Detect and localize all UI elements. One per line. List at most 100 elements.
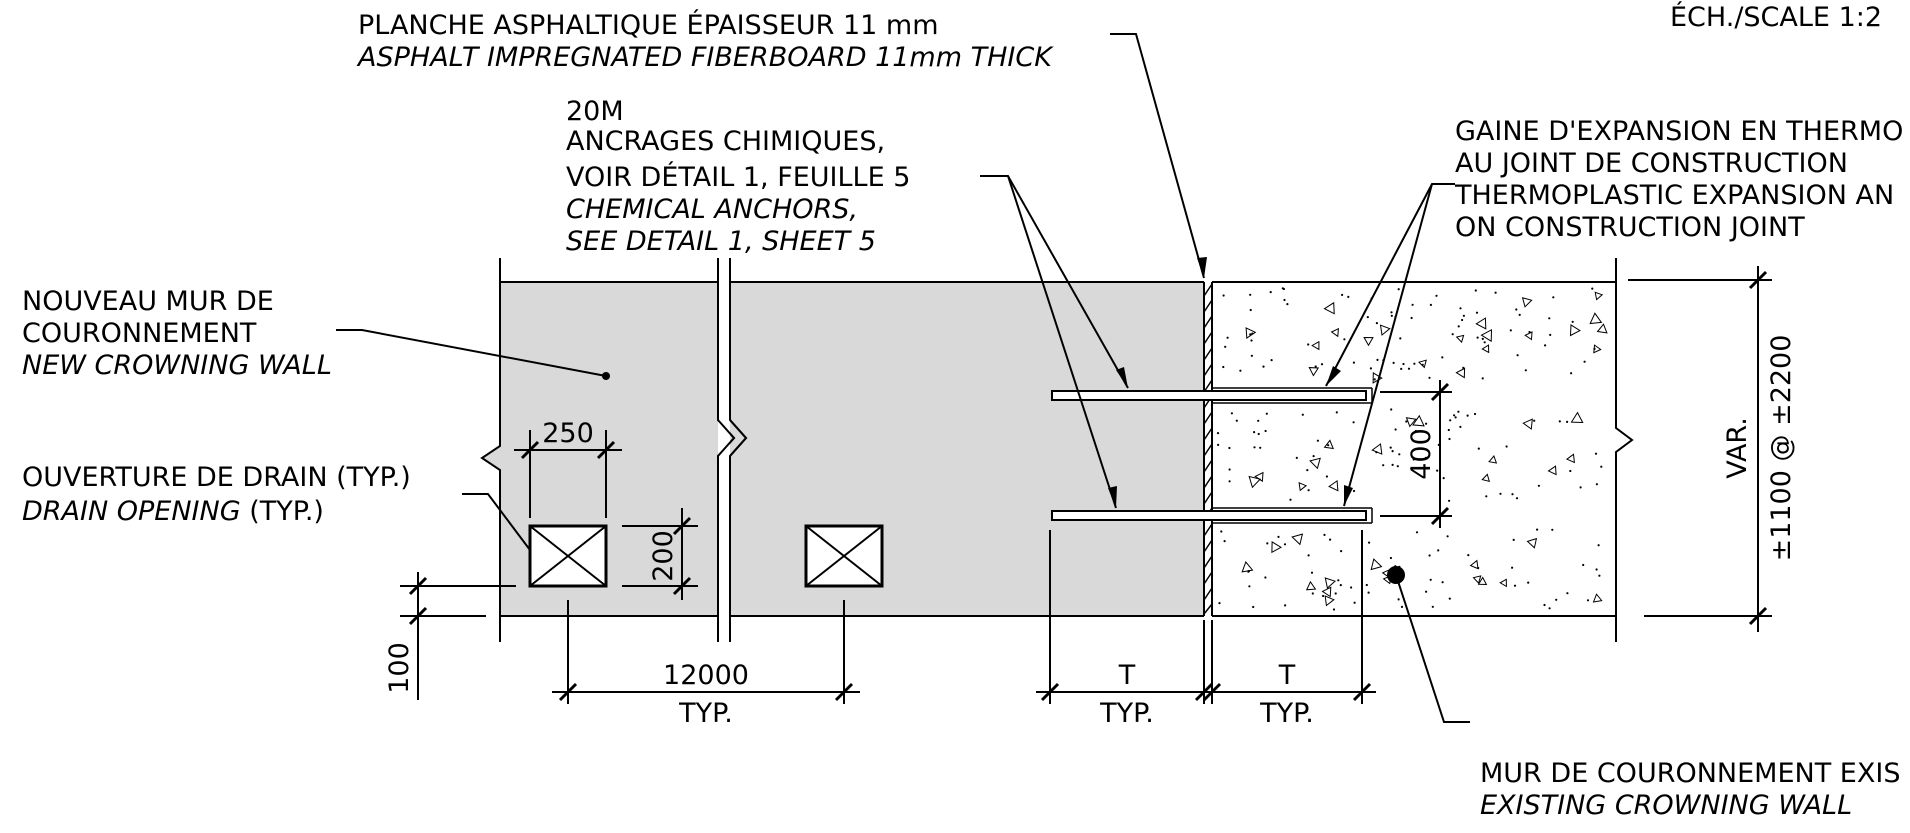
sleeve-note-fr-1: GAINE D'EXPANSION EN THERMO xyxy=(1455,116,1903,147)
concrete-aggregate xyxy=(1405,417,1417,428)
concrete-dot xyxy=(1262,365,1265,368)
concrete-dot xyxy=(1598,574,1601,577)
concrete-dot xyxy=(1595,568,1598,571)
concrete-aggregate xyxy=(1311,340,1320,351)
concrete-aggregate xyxy=(1323,439,1334,450)
concrete-dot xyxy=(1515,308,1518,311)
concrete-dot xyxy=(1248,585,1251,588)
concrete-aggregate xyxy=(1323,301,1335,315)
fiberboard-joint xyxy=(1203,282,1213,616)
concrete-dot xyxy=(1352,489,1356,493)
dimension-texts: 250 200 100 12000 TYP. T TYP. T TYP. 400… xyxy=(384,335,1797,729)
concrete-dot xyxy=(1352,421,1355,424)
concrete-dot xyxy=(1429,578,1432,581)
concrete-aggregate xyxy=(1565,453,1575,464)
concrete-aggregate xyxy=(1522,418,1533,430)
concrete-dot xyxy=(1511,566,1514,569)
concrete-dot xyxy=(1228,480,1231,483)
concrete-dot xyxy=(1594,452,1598,455)
concrete-dot xyxy=(1513,584,1517,587)
concrete-dot xyxy=(1366,316,1369,319)
concrete-dot xyxy=(1499,492,1502,495)
dim-100: 100 xyxy=(384,642,415,694)
concrete-dot xyxy=(1516,354,1519,357)
sleeve-note-en-2: ON CONSTRUCTION JOINT xyxy=(1455,212,1805,243)
concrete-dot xyxy=(1569,469,1572,473)
concrete-dot xyxy=(1436,469,1439,472)
concrete-dot xyxy=(1571,320,1574,323)
concrete-aggregate xyxy=(1570,411,1584,424)
concrete-aggregate xyxy=(1521,297,1533,308)
concrete-dot xyxy=(1335,411,1338,414)
concrete-dot xyxy=(1481,377,1484,380)
concrete-dot xyxy=(1376,358,1379,361)
concrete-aggregate xyxy=(1412,414,1425,427)
concrete-dot xyxy=(1457,325,1460,328)
concrete-dot xyxy=(1527,581,1530,584)
concrete-dot xyxy=(1446,535,1449,538)
concrete-dot xyxy=(1566,420,1569,423)
concrete-dot xyxy=(1473,412,1477,416)
concrete-dot xyxy=(1415,531,1419,534)
concrete-dot xyxy=(1413,362,1416,365)
concrete-dot xyxy=(1552,296,1555,299)
concrete-dot xyxy=(1341,293,1344,296)
concrete-dot xyxy=(1399,337,1402,340)
concrete-dot xyxy=(1407,367,1411,370)
concrete-dot xyxy=(1220,530,1223,533)
concrete-dot xyxy=(1558,420,1561,423)
concrete-dot xyxy=(1389,446,1392,449)
dim-range: ±1100 @ ±2200 xyxy=(1766,335,1797,562)
concrete-aggregate xyxy=(1455,334,1465,344)
drain-note-en-line: DRAIN OPENING (TYP.) xyxy=(22,496,324,527)
concrete-dot xyxy=(1312,455,1315,458)
concrete-dot xyxy=(1448,499,1451,502)
concrete-dot xyxy=(1216,432,1220,435)
concrete-aggregate xyxy=(1330,327,1339,338)
concrete-aggregate xyxy=(1298,482,1308,492)
concrete-dot xyxy=(1339,584,1342,587)
concrete-dot xyxy=(1543,603,1546,607)
concrete-dot xyxy=(1316,439,1319,442)
concrete-dot xyxy=(1228,468,1231,471)
drain-note: OUVERTURE DE DRAIN (TYP.) DRAIN OPENING … xyxy=(22,462,411,527)
leader-lines xyxy=(336,33,1470,723)
concrete-dot xyxy=(1389,556,1392,560)
concrete-dot xyxy=(1235,419,1238,422)
concrete-dot xyxy=(1382,464,1385,467)
concrete-dot xyxy=(1367,591,1370,594)
concrete-dot xyxy=(1264,576,1267,579)
concrete-dot xyxy=(1343,338,1346,341)
concrete-dot xyxy=(1334,592,1337,595)
concrete-dot xyxy=(1228,446,1231,450)
concrete-dot xyxy=(1322,594,1325,598)
fiberboard-note-en: ASPHALT IMPREGNATED FIBERBOARD 11mm THIC… xyxy=(356,42,1054,73)
concrete-dot xyxy=(1424,456,1427,459)
concrete-dot xyxy=(1600,465,1603,468)
concrete-aggregate xyxy=(1321,586,1332,598)
anchors-note-en-1: CHEMICAL ANCHORS, xyxy=(566,194,858,225)
fiberboard-note-fr: PLANCHE ASPHALTIQUE ÉPAISSEUR 11 mm xyxy=(358,9,939,41)
concrete-dot xyxy=(1217,443,1220,446)
concrete-aggregate xyxy=(1547,465,1557,476)
concrete-dot xyxy=(1447,428,1450,432)
concrete-dot xyxy=(1579,486,1582,489)
concrete-dot xyxy=(1454,416,1457,419)
concrete-dot xyxy=(1350,586,1353,589)
concrete-aggregate xyxy=(1324,577,1336,589)
concrete-dot xyxy=(1253,446,1256,449)
concrete-aggregate xyxy=(1593,344,1602,354)
dim-12000-typ: TYP. xyxy=(678,698,733,729)
concrete-dot xyxy=(1453,414,1456,417)
anchors-note-fr-2: VOIR DÉTAIL 1, FEUILLE 5 xyxy=(566,161,910,193)
concrete-dot xyxy=(1369,367,1372,370)
dim-400: 400 xyxy=(1406,428,1437,480)
concrete-dot xyxy=(1391,463,1394,466)
concrete-dot xyxy=(1509,329,1512,332)
concrete-aggregate xyxy=(1499,578,1507,588)
concrete-dot xyxy=(1437,549,1440,552)
concrete-dot xyxy=(1533,419,1536,422)
concrete-dot xyxy=(1477,447,1480,450)
concrete-dot xyxy=(1392,361,1395,364)
